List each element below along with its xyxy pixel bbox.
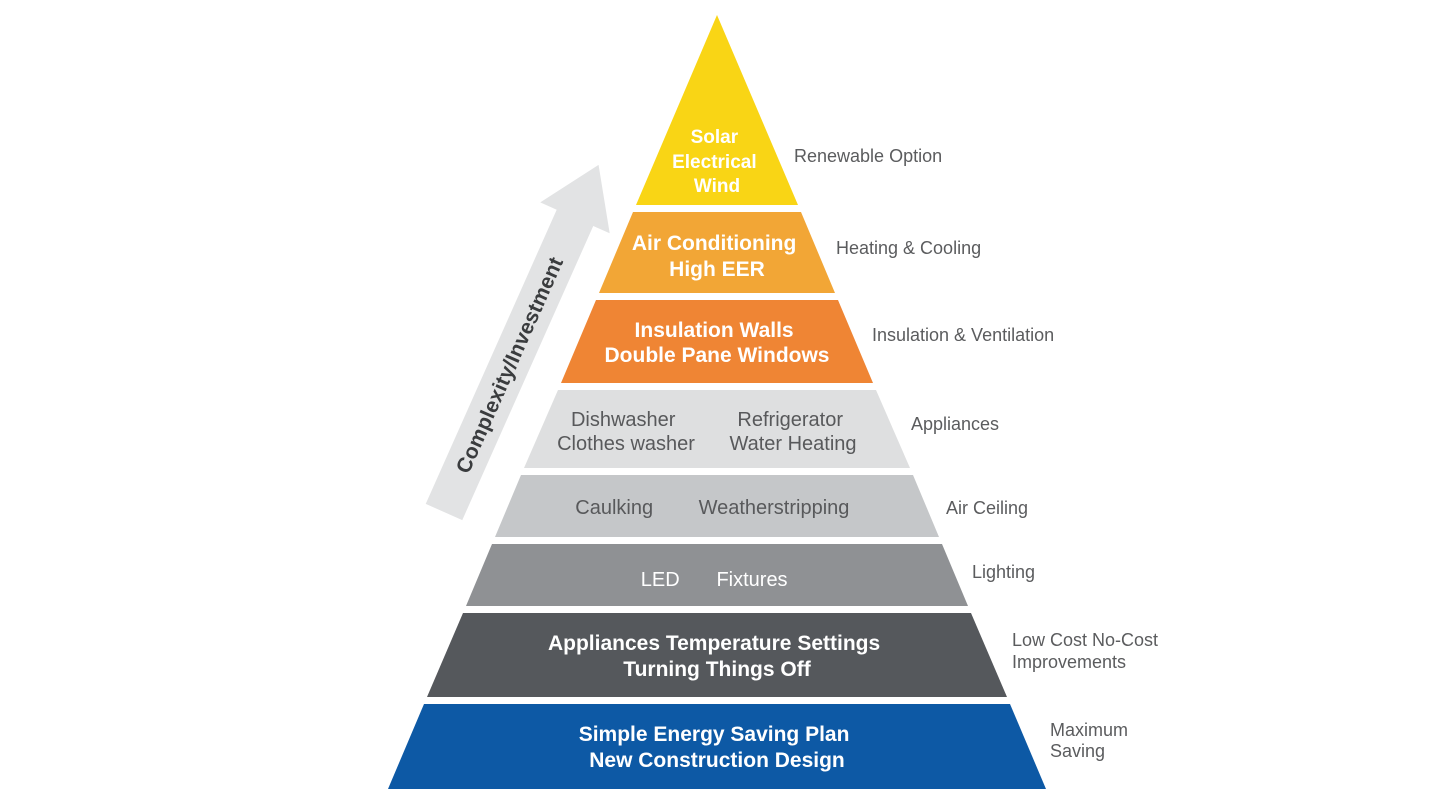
band-appliances-label-left: Dishwasher Clothes washer <box>557 409 695 455</box>
pyramid-band-air-ceiling: Caulking Weatherstripping Air Ceiling <box>495 475 1028 537</box>
pyramid-band-lighting: LED Fixtures Lighting <box>466 544 1035 606</box>
pyramid-band-appliances: Dishwasher Clothes washer Refrigerator W… <box>524 390 999 468</box>
band-appliances-shape <box>524 390 910 468</box>
side-label-lighting: Lighting <box>972 562 1035 582</box>
band-appliances-label-right: Refrigerator Water Heating <box>729 409 856 455</box>
side-label-heating-cooling: Heating & Cooling <box>836 238 981 258</box>
band-air-ceiling-shape <box>495 475 939 537</box>
band-maximum-saving-shape <box>388 704 1046 789</box>
band-maximum-saving-label: Simple Energy Saving Plan New Constructi… <box>579 723 856 772</box>
pyramid-band-low-cost: Appliances Temperature Settings Turning … <box>427 613 1163 697</box>
side-label-renewable: Renewable Option <box>794 146 942 166</box>
complexity-arrow-shape <box>425 164 610 521</box>
band-low-cost-label: Appliances Temperature Settings Turning … <box>548 632 886 681</box>
band-renewable-shape <box>636 15 798 205</box>
band-lighting-shape <box>466 544 968 606</box>
pyramid-band-renewable: Solar Electrical Wind Renewable Option <box>636 15 942 205</box>
band-heating-cooling-shape <box>599 212 835 293</box>
side-label-low-cost: Low Cost No-Cost Improvements <box>1012 630 1163 672</box>
pyramid-band-maximum-saving: Simple Energy Saving Plan New Constructi… <box>388 704 1133 789</box>
band-heating-cooling-label: Air Conditioning High EER <box>632 232 802 281</box>
side-label-maximum-saving: Maximum Saving <box>1050 720 1133 761</box>
side-label-appliances: Appliances <box>911 414 999 434</box>
band-air-ceiling-label: Caulking Weatherstripping <box>575 497 849 519</box>
band-insulation-ventilation-shape <box>561 300 873 383</box>
side-label-air-ceiling: Air Ceiling <box>946 498 1028 518</box>
band-renewable-label: Solar Electrical Wind <box>672 127 762 197</box>
band-low-cost-shape <box>427 613 1007 697</box>
pyramid-band-heating-cooling: Air Conditioning High EER Heating & Cool… <box>599 212 981 293</box>
band-insulation-ventilation-label: Insulation Walls Double Pane Windows <box>605 319 830 367</box>
side-label-insulation-ventilation: Insulation & Ventilation <box>872 325 1054 345</box>
band-lighting-label: LED Fixtures <box>641 569 788 591</box>
pyramid-band-insulation-ventilation: Insulation Walls Double Pane Windows Ins… <box>561 300 1054 383</box>
